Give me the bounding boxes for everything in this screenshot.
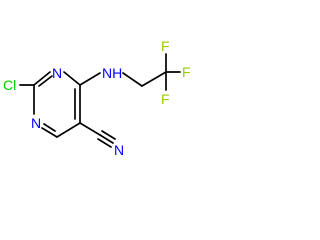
bond-c6-n1-double: [43, 123, 56, 132]
atom-nitrile-nitrogen-label: N: [114, 142, 124, 158]
atom-labels: Cl N NH N N F F F: [3, 38, 191, 158]
atom-nitrogen-1-label: N: [31, 115, 41, 131]
bond-c2-n3: [33, 71, 51, 86]
molecule-diagram: Cl N NH N N F F F: [3, 38, 191, 158]
atom-fluorine-2-label: F: [182, 64, 191, 80]
atom-fluorine-1-label: F: [161, 38, 170, 54]
bond-cn-triple-c: [101, 130, 116, 140]
atom-fluorine-3-label: F: [161, 91, 170, 107]
structure-canvas: Cl N NH N N F F F: [3, 38, 191, 158]
bond-ch2-cf3: [141, 71, 167, 87]
bond-c5-cn: [79, 122, 101, 136]
bond-cn-triple-a: [99, 134, 114, 144]
bond-c4-nh: [79, 72, 101, 86]
bond-c5-c6: [56, 122, 81, 138]
atom-nitrogen-3-label: N: [52, 65, 62, 81]
bond-c2-n3-double: [38, 75, 53, 87]
atom-chlorine-label: Cl: [3, 77, 16, 93]
atom-amine-label: NH: [102, 65, 122, 81]
bond-c6-n1: [41, 127, 58, 138]
bond-cn-triple-b: [97, 138, 112, 148]
bond-nh-ch2: [122, 72, 143, 87]
bond-n3-c4: [63, 71, 81, 86]
bonds: [19, 53, 181, 148]
